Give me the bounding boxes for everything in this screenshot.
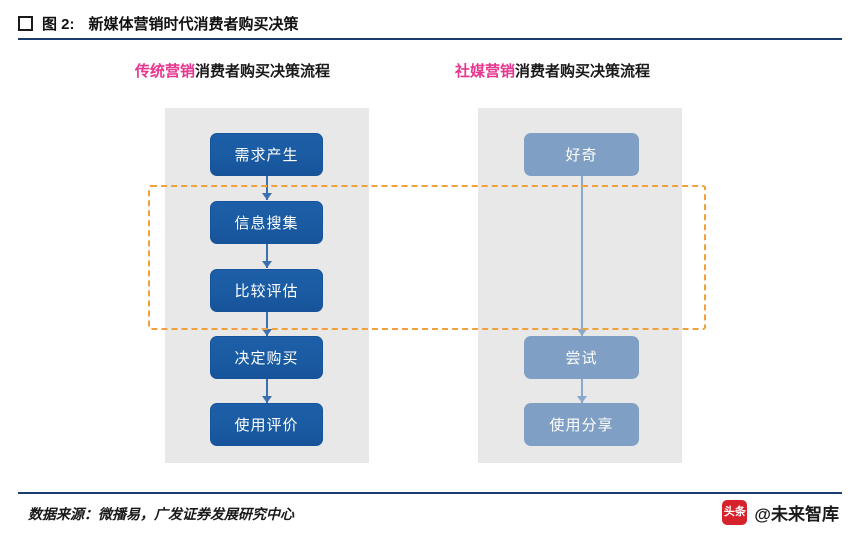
source-note: 数据来源：微播易，广发证券发展研究中心 bbox=[28, 506, 294, 522]
right-heading-rest: 消费者购买决策流程 bbox=[515, 63, 651, 80]
left-column-heading: 传统营销消费者购买决策流程 bbox=[135, 60, 330, 81]
left-heading-rest: 消费者购买决策流程 bbox=[195, 63, 331, 80]
node-left-3-label: 比较评估 bbox=[234, 283, 299, 300]
left-arrow-4-icon bbox=[262, 396, 272, 403]
figure-header: 图 2: 新媒体营销时代消费者购买决策 bbox=[18, 8, 842, 38]
header-divider bbox=[18, 38, 842, 40]
left-connector-1 bbox=[266, 176, 268, 200]
watermark-text: @未来智库 bbox=[754, 505, 839, 524]
node-right-1-label: 好奇 bbox=[565, 147, 598, 164]
node-left-1[interactable]: 需求产生 bbox=[210, 133, 323, 176]
node-left-4[interactable]: 决定购买 bbox=[210, 336, 323, 379]
figure-marker-icon bbox=[18, 15, 33, 31]
node-left-5[interactable]: 使用评价 bbox=[210, 403, 323, 446]
right-heading-accent: 社媒营销 bbox=[455, 63, 516, 80]
node-left-5-label: 使用评价 bbox=[234, 417, 299, 434]
toutiao-logo-icon: 头条 bbox=[722, 500, 748, 525]
left-arrow-3-icon bbox=[262, 329, 272, 336]
right-column-heading: 社媒营销消费者购买决策流程 bbox=[455, 60, 650, 81]
page-title: 新媒体营销时代消费者购买决策 bbox=[88, 15, 299, 33]
left-connector-2 bbox=[266, 244, 268, 268]
node-left-4-label: 决定购买 bbox=[234, 350, 299, 367]
node-left-2[interactable]: 信息搜集 bbox=[210, 201, 323, 244]
node-right-3[interactable]: 使用分享 bbox=[524, 403, 639, 446]
left-arrow-2-icon bbox=[262, 261, 272, 268]
watermark: 头条 @未来智库 bbox=[722, 500, 839, 525]
node-left-1-label: 需求产生 bbox=[234, 147, 299, 164]
right-arrow-1-icon bbox=[577, 329, 587, 336]
left-connector-4 bbox=[266, 379, 268, 403]
figure-label: 图 2: bbox=[42, 15, 75, 33]
right-connector-2 bbox=[581, 379, 583, 403]
left-arrow-1-icon bbox=[262, 193, 272, 200]
node-right-2-label: 尝试 bbox=[565, 350, 598, 367]
left-connector-3 bbox=[266, 312, 268, 336]
footer-divider bbox=[18, 492, 842, 494]
node-right-2[interactable]: 尝试 bbox=[524, 336, 639, 379]
node-left-2-label: 信息搜集 bbox=[234, 215, 299, 232]
node-right-3-label: 使用分享 bbox=[549, 417, 614, 434]
node-right-1[interactable]: 好奇 bbox=[524, 133, 639, 176]
highlight-dashed-box bbox=[148, 185, 706, 330]
left-heading-accent: 传统营销 bbox=[135, 63, 196, 80]
right-arrow-2-icon bbox=[577, 396, 587, 403]
right-connector-1 bbox=[581, 176, 583, 336]
node-left-3[interactable]: 比较评估 bbox=[210, 269, 323, 312]
